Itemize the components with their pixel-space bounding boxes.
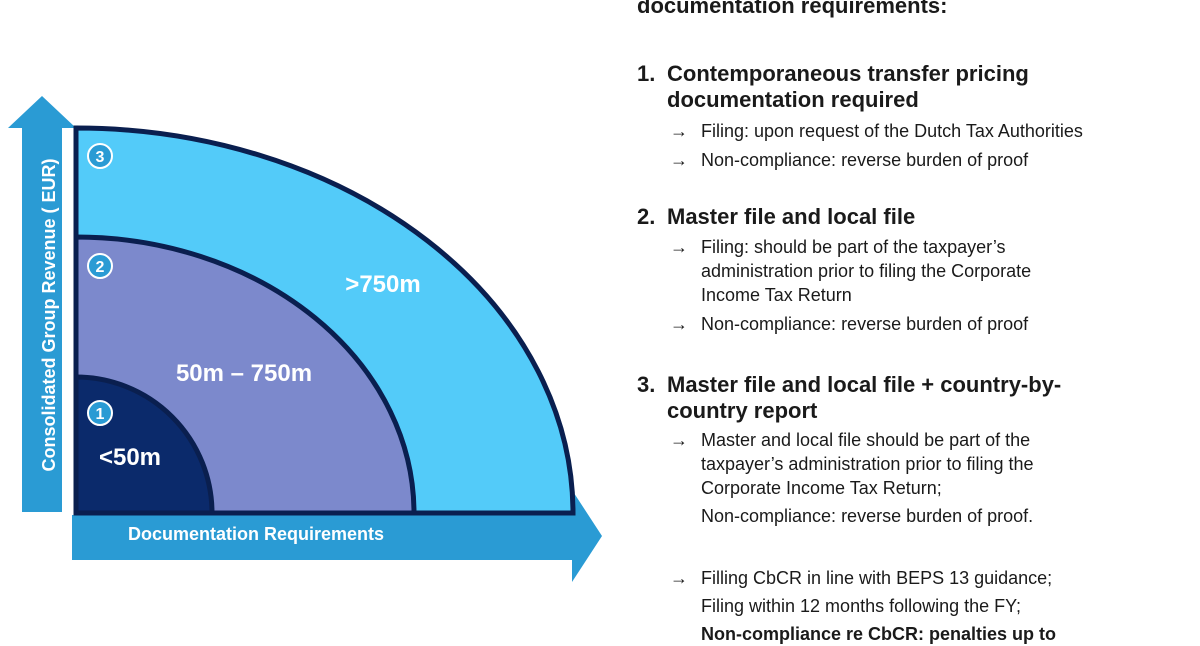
requirement-3: 3. Master file and local file + country-…	[637, 372, 1061, 646]
requirement-3-noncompliance-note: Non-compliance: reverse burden of proof.	[701, 506, 1034, 526]
requirement-3-bullet-master-local: → Master and local file should be part o…	[670, 430, 1034, 498]
x-axis-label: Documentation Requirements	[128, 524, 384, 544]
requirement-2-title: 2. Master file and local file	[637, 204, 1031, 230]
requirement-1-bullet-filing: → Filing: upon request of the Dutch Tax …	[670, 121, 1083, 141]
requirement-1: 1. Contemporaneous transfer pricing docu…	[637, 61, 1083, 172]
requirements-panel: documentation requirements: 1. Contempor…	[637, 0, 1083, 644]
tier-1-label: <50m	[99, 444, 161, 471]
requirement-title-text: Contemporaneous transfer pricing documen…	[667, 61, 1029, 112]
arrow-icon: →	[670, 568, 688, 588]
requirement-number: 2.	[637, 204, 656, 229]
requirement-title-text: Master file and local file + country-by-…	[667, 372, 1062, 423]
tier-1-number: 1	[96, 406, 105, 423]
arrow-icon: →	[670, 121, 688, 141]
arrow-icon: →	[670, 150, 688, 170]
arrow-icon: →	[670, 430, 688, 450]
tier-3-badge: 3	[87, 143, 113, 169]
y-axis-label: Consolidated Group Revenue ( EUR)	[39, 158, 59, 471]
requirement-1-bullet-noncompliance: → Non-compliance: reverse burden of proo…	[670, 150, 1029, 170]
tier-1-badge: 1	[87, 400, 113, 426]
tier-3-label: >750m	[345, 271, 420, 298]
arrow-icon: →	[670, 237, 688, 257]
tier-2-number: 2	[96, 259, 105, 276]
y-axis-arrow	[8, 96, 76, 512]
requirement-1-title: 1. Contemporaneous transfer pricing docu…	[637, 61, 1083, 113]
requirement-2: 2. Master file and local file → Filing: …	[637, 204, 1031, 336]
tier-2-label: 50m – 750m	[176, 360, 312, 387]
requirement-3-cbcr-filing-note: Filing within 12 months following the FY…	[701, 596, 1021, 616]
arrow-icon: →	[670, 314, 688, 334]
requirement-number: 3.	[637, 372, 656, 397]
requirement-2-bullet-filing: → Filing: should be part of the taxpayer…	[670, 237, 1032, 305]
requirement-number: 1.	[637, 61, 656, 86]
requirements-heading: documentation requirements:	[637, 0, 948, 18]
requirement-3-bullet-cbcr: → Filling CbCR in line with BEPS 13 guid…	[670, 568, 1053, 588]
requirement-3-title: 3. Master file and local file + country-…	[637, 372, 1061, 424]
tier-2-badge: 2	[87, 253, 113, 279]
requirement-2-bullet-noncompliance: → Non-compliance: reverse burden of proo…	[670, 314, 1029, 334]
requirement-3-cbcr-penalty-note: Non-compliance re CbCR: penalties up to	[701, 624, 1057, 644]
tier-3-number: 3	[96, 149, 105, 166]
requirement-title-text: Master file and local file	[667, 204, 916, 229]
x-axis-arrow	[72, 490, 602, 582]
revenue-tier-diagram: 3 2 1 >750m 50m – 750m <50m Documentatio…	[8, 96, 602, 582]
